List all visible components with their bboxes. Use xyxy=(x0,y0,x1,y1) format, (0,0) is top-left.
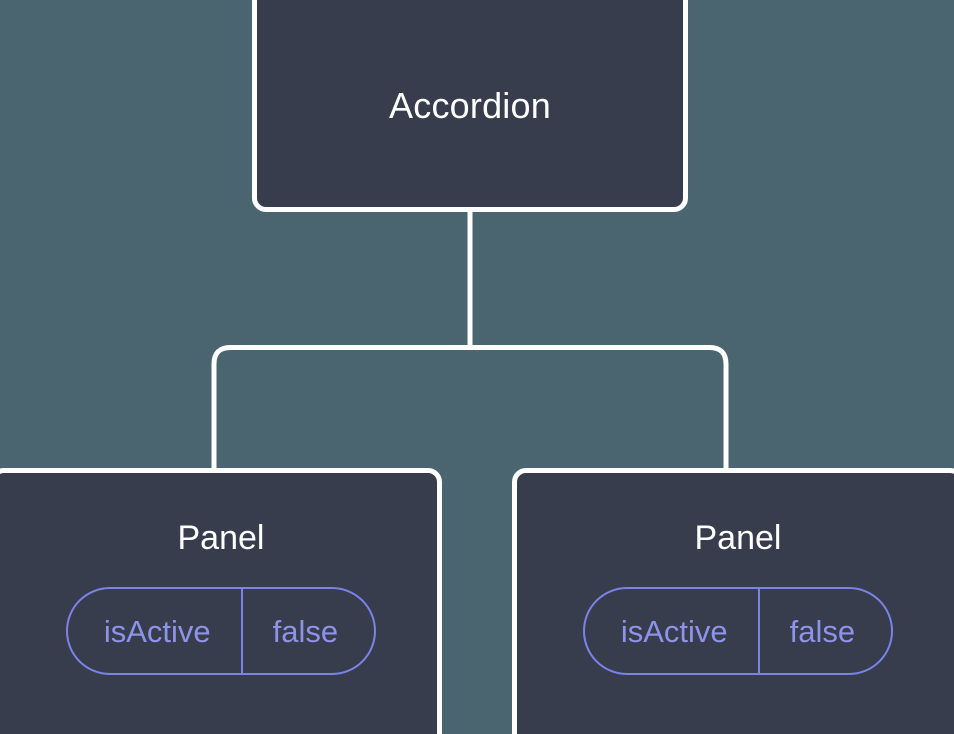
node-panel-1-prop-value: false xyxy=(757,589,891,673)
node-accordion-label: Accordion xyxy=(389,85,551,126)
node-panel-1-prop-badge[interactable]: isActive false xyxy=(582,587,894,675)
edge-child-distributor xyxy=(211,345,729,470)
node-panel-0-prop-badge[interactable]: isActive false xyxy=(65,587,377,675)
node-panel-0-prop-key: isActive xyxy=(103,613,211,649)
node-panel-1[interactable]: Panel isActive false xyxy=(512,468,954,734)
node-accordion[interactable]: Accordion xyxy=(252,0,688,212)
node-panel-0-prop-value: false xyxy=(240,589,374,673)
node-panel-0-content: Panel isActive false xyxy=(65,519,377,675)
node-panel-1-content: Panel isActive false xyxy=(582,519,894,675)
node-panel-0-label: Panel xyxy=(177,519,265,557)
node-panel-1-label: Panel xyxy=(694,519,782,557)
node-panel-1-prop-key: isActive xyxy=(620,613,728,649)
node-panel-0[interactable]: Panel isActive false xyxy=(0,468,442,734)
